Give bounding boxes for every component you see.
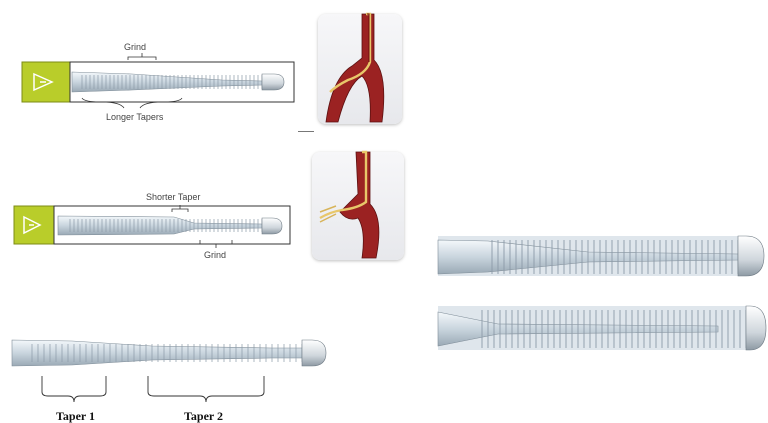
guidewire-render [438,302,768,354]
separator-line [298,131,314,132]
guidewire-shorter-taper-figure: Shorter Taper Grind [14,186,294,270]
shorter-taper-label: Shorter Taper [146,192,200,202]
diagram-dual-taper: Taper 1 Taper 2 [12,332,332,422]
guidewire-render-top [438,232,768,280]
diagram-longer-tapers: Grind Longer Tapers [22,38,302,128]
longer-tapers-label: Longer Tapers [106,112,164,122]
grind-label: Grind [124,42,146,52]
taper2-bracket [148,376,264,402]
grind-label-2: Grind [204,250,226,260]
taper2-label: Taper 2 [184,409,223,423]
atraumatic-tip [302,340,326,366]
guidewire-render [438,232,768,280]
artery-bifurcation-icon [312,152,404,260]
diagram-shorter-taper: Shorter Taper Grind [14,186,294,270]
guidewire-longer-taper-figure: Grind Longer Tapers [22,38,302,128]
taper1-label: Taper 1 [56,409,95,423]
vessel-image-shorter [312,152,404,260]
tapered-core [12,340,302,366]
guidewire-dual-taper-figure: Taper 1 Taper 2 [12,332,332,422]
atraumatic-tip [738,236,764,276]
vessel-image-longer [318,14,402,124]
guidewire-render-bottom [438,302,768,354]
grind-bracket [128,53,156,60]
atraumatic-tip [746,306,766,350]
artery-bifurcation-icon [318,14,402,124]
atraumatic-tip [262,74,284,90]
atraumatic-tip [262,218,282,234]
taper1-bracket [42,376,106,402]
